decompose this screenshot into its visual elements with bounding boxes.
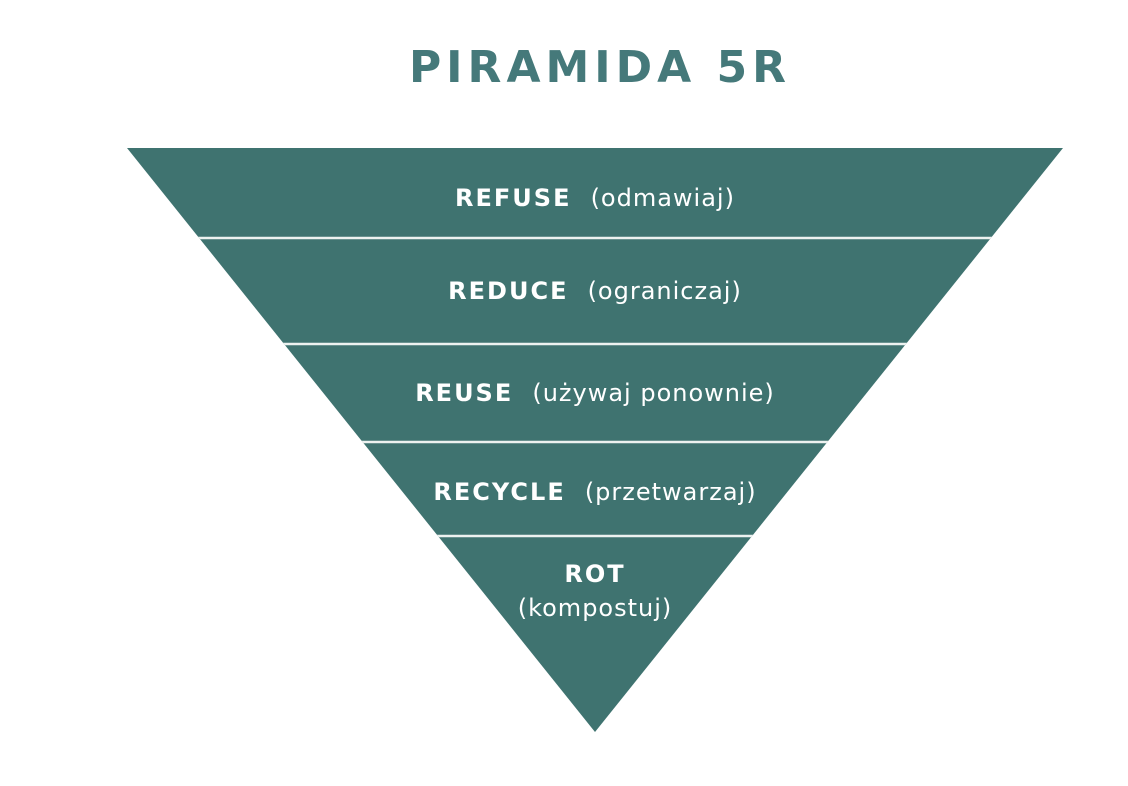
level-translation-rot: (kompostuj) [518, 594, 673, 622]
level-name-recycle: RECYCLE [433, 478, 565, 506]
level-label-refuse: REFUSE (odmawiaj) [455, 184, 735, 212]
level-label-reuse: REUSE (używaj ponownie) [415, 379, 775, 407]
level-name-reuse: REUSE [415, 379, 513, 407]
pyramid-shape [127, 148, 1063, 732]
level-translation-recycle: (przetwarzaj) [585, 478, 757, 506]
level-label-reduce: REDUCE (ograniczaj) [448, 277, 742, 305]
level-label-recycle: RECYCLE (przetwarzaj) [433, 478, 756, 506]
page-title: PIRAMIDA 5R [409, 42, 791, 93]
level-name-refuse: REFUSE [455, 184, 571, 212]
level-translation-refuse: (odmawiaj) [591, 184, 735, 212]
level-name-reduce: REDUCE [448, 277, 568, 305]
level-translation-reduce: (ograniczaj) [588, 277, 742, 305]
level-translation-reuse: (używaj ponownie) [532, 379, 774, 407]
level-name-rot: ROT [564, 560, 625, 588]
